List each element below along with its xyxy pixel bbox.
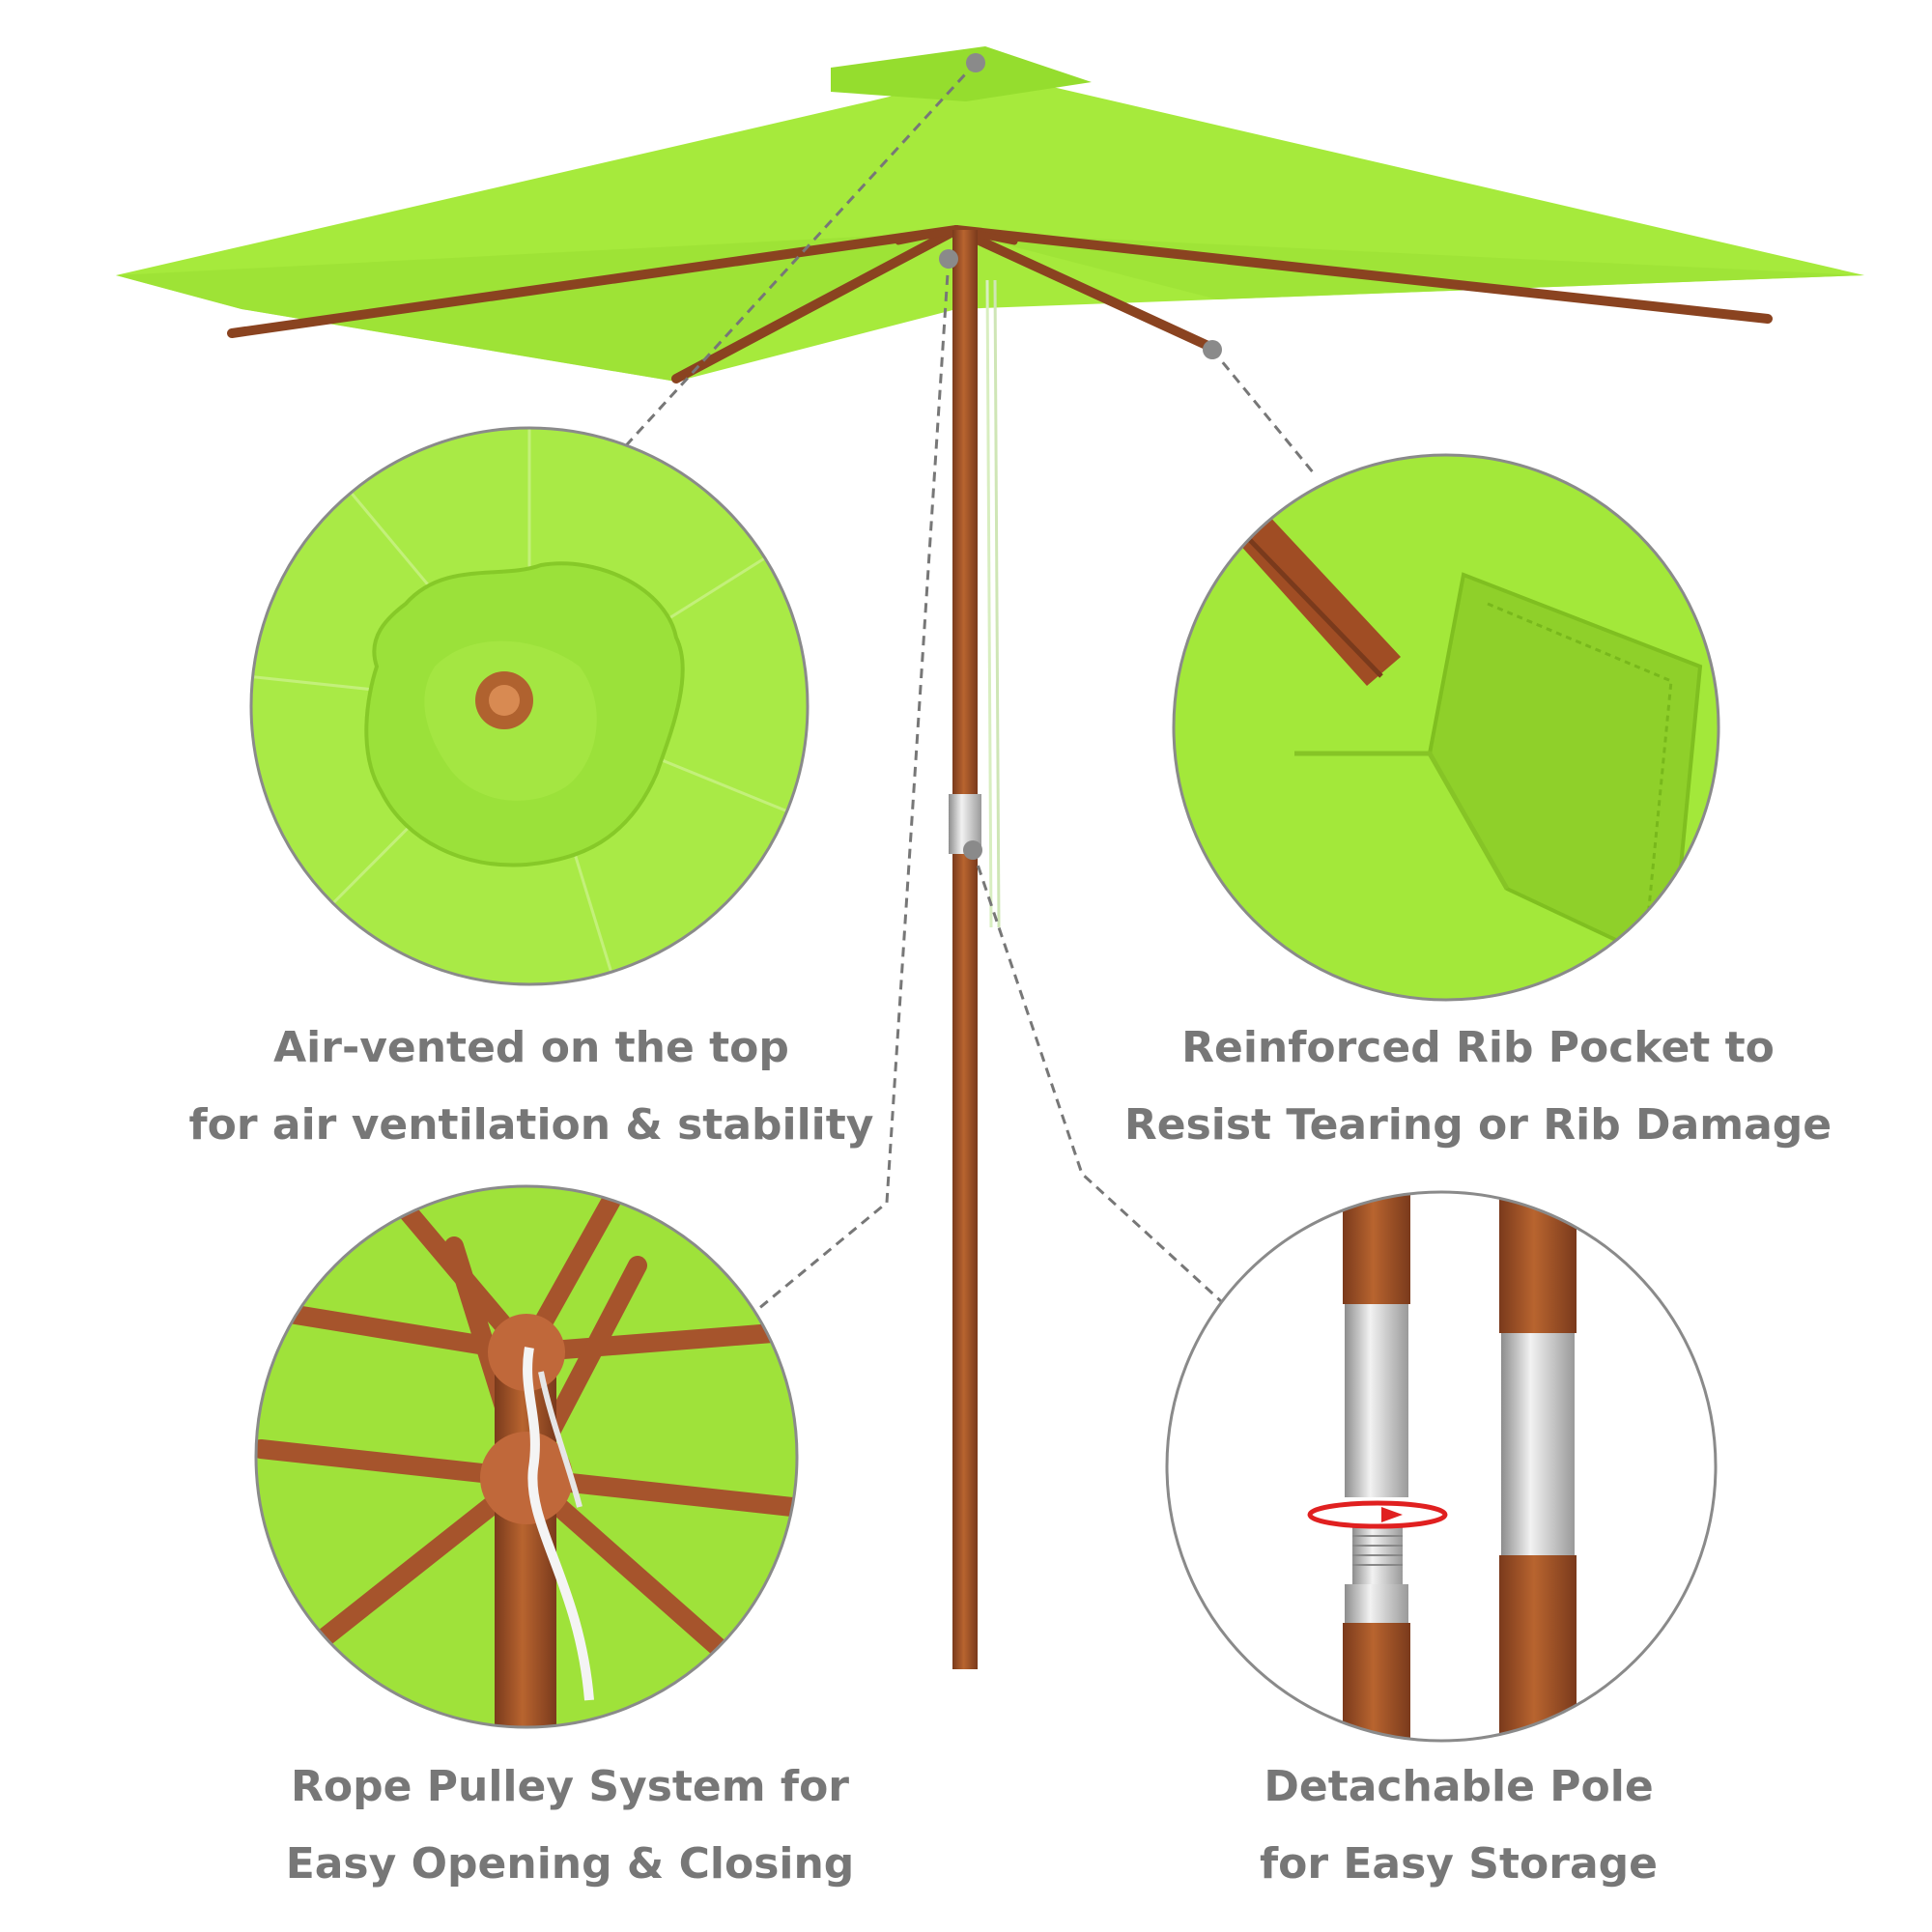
detail-rib-pocket-circle [1172, 453, 1720, 1002]
caption-rib-pocket: Reinforced Rib Pocket to Resist Tearing … [1053, 1009, 1903, 1164]
caption-air-vented-line-1: Air-vented on the top [273, 1023, 789, 1072]
caption-rope-pulley-line-1: Rope Pulley System for [290, 1762, 849, 1811]
caption-detachable-pole-line-1: Detachable Pole [1264, 1762, 1654, 1811]
detail-air-vent-circle [249, 426, 810, 986]
detail-detachable-pole-circle [1165, 1190, 1718, 1743]
caption-air-vented-line-2: for air ventilation & stability [188, 1100, 874, 1150]
umbrella-pole [949, 230, 1001, 1669]
detail-rope-pulley-circle [254, 1184, 799, 1729]
caption-air-vented: Air-vented on the top for air ventilatio… [116, 1009, 947, 1164]
leader-lines [616, 61, 1316, 1311]
caption-rope-pulley: Rope Pulley System for Easy Opening & Cl… [155, 1748, 985, 1903]
caption-rope-pulley-line-2: Easy Opening & Closing [285, 1839, 855, 1889]
leader-dots [939, 53, 1222, 860]
umbrella-canopy [116, 46, 1864, 384]
caption-rib-pocket-line-2: Resist Tearing or Rib Damage [1123, 1100, 1833, 1150]
caption-rib-pocket-line-1: Reinforced Rib Pocket to [1181, 1023, 1775, 1072]
caption-detachable-pole: Detachable Pole for Easy Storage [1034, 1748, 1884, 1903]
caption-detachable-pole-line-2: for Easy Storage [1259, 1839, 1658, 1889]
